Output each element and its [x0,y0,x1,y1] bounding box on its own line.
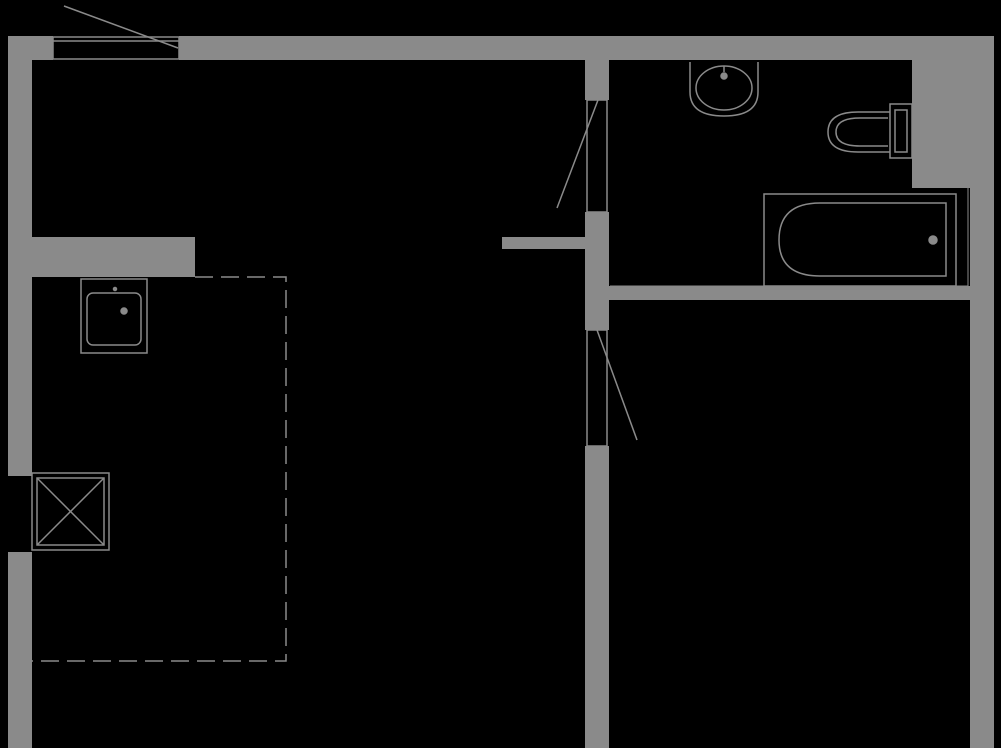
bathtub-icon [763,193,957,287]
room-door [586,329,638,447]
stove-icon [31,472,110,551]
kitchen-partition-wall [8,237,195,277]
bathroom-niche [912,60,970,188]
window-frame [52,36,180,60]
central-wall-middle [585,212,609,330]
bathroom-door-frame [586,99,608,213]
bathroom-door-leaf [556,99,599,209]
bathroom-sink-icon [689,62,759,117]
central-wall-top [585,36,609,100]
bathroom-door [556,99,608,213]
right-wall [970,36,994,748]
kitchen-zone-outline [32,276,287,662]
central-wall-lower [585,446,609,748]
left-wall-lower [8,552,32,748]
bathroom-bottom-wall [585,286,994,300]
room-door-leaf [596,329,638,441]
wall-stub [502,237,590,249]
kitchen-sink-icon [80,278,148,354]
walls [8,36,994,748]
toilet-icon [827,103,913,159]
window-swing-line [63,5,179,49]
